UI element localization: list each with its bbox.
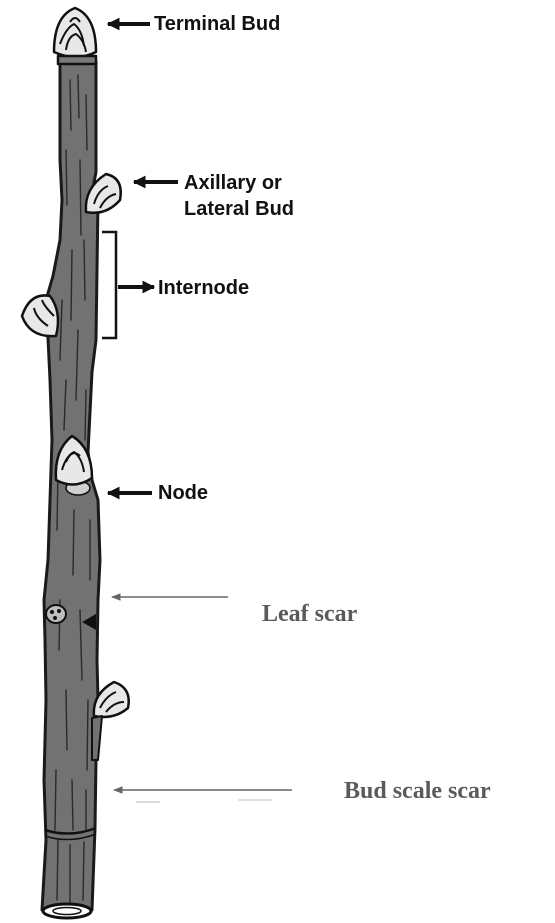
stem-cut-end	[43, 904, 91, 918]
terminal-bud	[54, 8, 96, 64]
label-axillary-line1: Axillary or	[184, 172, 282, 194]
arrows	[102, 24, 292, 802]
lateral-bud-left	[22, 295, 58, 336]
label-axillary-line2: Lateral Bud	[184, 198, 294, 220]
label-bud-scale-scar: Bud scale scar	[344, 778, 491, 804]
label-node: Node	[158, 482, 208, 504]
label-terminal-bud: Terminal Bud	[154, 13, 280, 35]
leaf-scar-mark	[46, 605, 66, 623]
internode-bracket	[102, 232, 116, 338]
label-leaf-scar: Leaf scar	[262, 601, 358, 627]
label-internode: Internode	[158, 277, 249, 299]
